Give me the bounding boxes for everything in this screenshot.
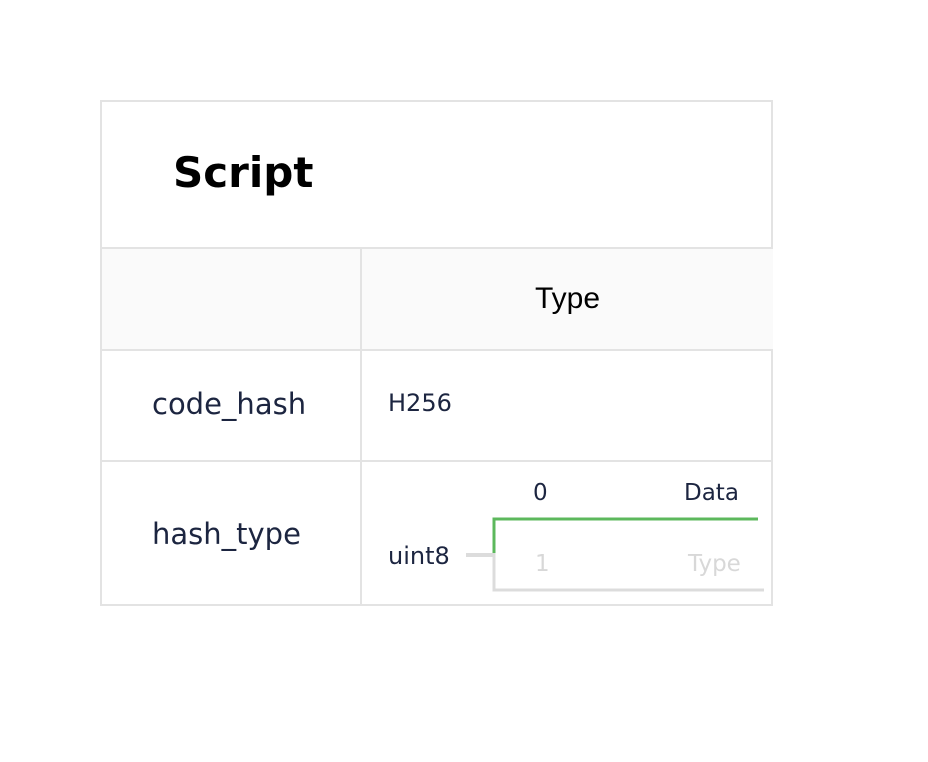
field-name-code-hash: code_hash xyxy=(152,387,307,421)
enum-option-0-label: Data xyxy=(684,480,739,506)
script-table-card: Script Type code_hash H256 hash_type uin… xyxy=(100,100,773,606)
column-divider xyxy=(360,249,362,606)
enum-option-0-value: 0 xyxy=(533,480,548,506)
table-row: code_hash H256 xyxy=(102,351,773,462)
field-type-hash-type: uint8 xyxy=(388,542,450,570)
table-header-row: Type xyxy=(102,249,773,351)
enum-option-1-label: Type xyxy=(688,551,741,577)
field-type-code-hash: H256 xyxy=(388,389,452,417)
field-name-hash-type: hash_type xyxy=(152,517,301,551)
type-column-header: Type xyxy=(534,282,601,315)
page-title: Script xyxy=(173,148,314,197)
table-row: hash_type uint8 xyxy=(102,462,773,606)
title-row: Script xyxy=(102,102,773,249)
enum-option-1-value: 1 xyxy=(535,551,550,577)
